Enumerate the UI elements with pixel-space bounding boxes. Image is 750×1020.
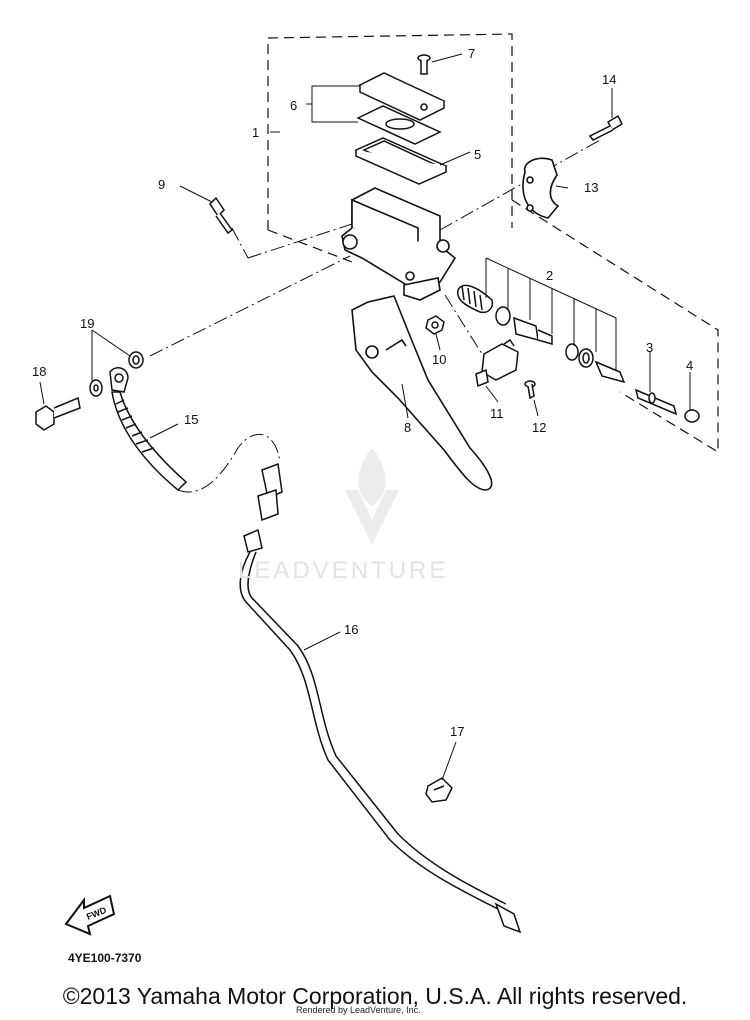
bolt-14 <box>588 114 623 141</box>
hose-15 <box>109 367 188 492</box>
diagram-code: 4YE100-7370 <box>68 951 142 965</box>
callout-9: 9 <box>158 177 165 192</box>
bolt-9 <box>209 196 234 235</box>
watermark-logo <box>345 448 399 545</box>
hose-16 <box>239 462 522 934</box>
holder-13 <box>522 157 560 219</box>
rendered-by-credit: Rendered by LeadVenture, Inc. <box>296 1005 421 1015</box>
pushrod-3 <box>634 388 678 416</box>
callout-16: 16 <box>344 622 358 637</box>
switch-11 <box>475 338 519 388</box>
callout-18: 18 <box>32 364 46 379</box>
callout-labels: 1 2 3 4 5 6 7 8 9 10 11 12 13 14 15 16 1… <box>32 46 693 739</box>
kit-2-leaders <box>485 257 617 370</box>
callout-8: 8 <box>404 420 411 435</box>
leader-lines <box>39 53 691 781</box>
callout-7: 7 <box>468 46 475 61</box>
nut-10 <box>425 315 445 335</box>
callout-1: 1 <box>252 125 259 140</box>
copyright-notice: ©2013 Yamaha Motor Corporation, U.S.A. A… <box>62 983 688 1009</box>
callout-4: 4 <box>686 358 693 373</box>
callout-13: 13 <box>584 180 598 195</box>
callout-2: 2 <box>546 268 553 283</box>
bolt-18 <box>35 396 81 431</box>
callout-11: 11 <box>490 406 504 421</box>
lever-8 <box>351 295 493 491</box>
callout-6: 6 <box>290 98 297 113</box>
callout-5: 5 <box>474 147 481 162</box>
callout-17: 17 <box>450 724 464 739</box>
callout-10: 10 <box>432 352 446 367</box>
watermark-text: LEADVENTURE <box>238 557 449 584</box>
clamp-17 <box>425 777 453 803</box>
callout-3: 3 <box>646 340 653 355</box>
piston-kit-2 <box>457 284 626 384</box>
cap-4 <box>684 409 700 423</box>
fwd-arrow: FWD <box>64 894 116 936</box>
callout-19: 19 <box>80 316 94 331</box>
callout-15: 15 <box>184 412 198 427</box>
screw-7 <box>417 54 431 75</box>
screw-12 <box>524 380 536 400</box>
washers-19 <box>89 351 144 397</box>
callout-14: 14 <box>602 72 616 87</box>
reservoir-cap-parts <box>354 72 448 185</box>
assembly-outline <box>267 33 719 454</box>
master-cylinder-body <box>341 187 457 301</box>
callout-12: 12 <box>532 420 546 435</box>
